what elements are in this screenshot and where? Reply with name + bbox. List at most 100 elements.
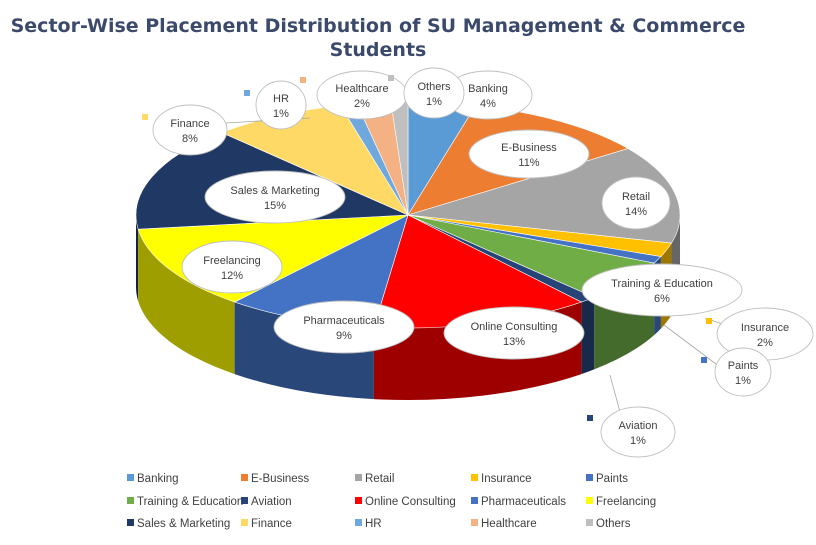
legend-label: Others bbox=[596, 518, 631, 530]
legend-swatch bbox=[586, 497, 593, 504]
data-label-bubble bbox=[152, 104, 228, 156]
data-label-bubble bbox=[468, 129, 590, 179]
legend-swatch bbox=[586, 519, 593, 526]
legend-swatch bbox=[127, 474, 134, 481]
data-label-value: 14% bbox=[625, 206, 647, 218]
legend-label: Pharmaceuticals bbox=[481, 496, 566, 508]
data-label-name: Insurance bbox=[741, 322, 789, 334]
data-label-training-education: Training & Education 6% bbox=[581, 263, 743, 317]
legend-item-pharmaceuticals: Pharmaceuticals bbox=[471, 496, 566, 508]
leader-line-aviation bbox=[609, 374, 621, 413]
legend-label: Retail bbox=[365, 473, 394, 485]
chart-title-line2: Students bbox=[330, 39, 427, 61]
legend-label: Paints bbox=[596, 473, 628, 485]
data-label-banking: Banking 4% bbox=[443, 70, 533, 120]
legend-swatch bbox=[241, 497, 248, 504]
chart-title-line1: Sector-Wise Placement Distribution of SU… bbox=[11, 15, 746, 37]
data-label-value: 1% bbox=[630, 435, 646, 447]
legend: Banking E-Business Retail Insurance PaintsTr… bbox=[127, 473, 656, 530]
data-label-name: HR bbox=[273, 93, 289, 105]
data-label-value: 4% bbox=[480, 98, 496, 110]
data-label-insurance: Insurance 2% bbox=[716, 307, 814, 361]
slice-side-freelancing bbox=[138, 229, 235, 375]
legend-item-healthcare: Healthcare bbox=[471, 518, 537, 530]
data-label-value: 13% bbox=[503, 336, 525, 348]
data-label-value: 9% bbox=[336, 330, 352, 342]
legend-item-insurance: Insurance bbox=[471, 473, 532, 485]
legend-swatch bbox=[586, 474, 593, 481]
data-label-bubble bbox=[600, 406, 676, 458]
legend-label: Online Consulting bbox=[365, 496, 456, 508]
legend-item-hr: HR bbox=[355, 518, 382, 530]
label-marker-finance bbox=[142, 114, 148, 120]
legend-label: Banking bbox=[137, 473, 179, 485]
label-marker-insurance bbox=[706, 318, 712, 324]
legend-item-finance: Finance bbox=[241, 518, 292, 530]
legend-item-aviation: Aviation bbox=[241, 496, 292, 508]
data-label-bubble bbox=[601, 176, 671, 230]
data-label-name: Aviation bbox=[619, 420, 658, 432]
data-labels: Banking 4% E-Business 11% Retail 14% Insurance… bbox=[142, 67, 814, 458]
data-label-name: Pharmaceuticals bbox=[303, 315, 385, 327]
legend-swatch bbox=[127, 519, 134, 526]
data-label-online-consulting: Online Consulting 13% bbox=[443, 306, 585, 360]
legend-item-e-business: E-Business bbox=[241, 473, 309, 485]
data-label-bubble bbox=[581, 263, 743, 317]
leader-line-paints bbox=[663, 324, 717, 365]
legend-swatch bbox=[355, 474, 362, 481]
legend-label: Finance bbox=[251, 518, 292, 530]
data-label-name: Finance bbox=[170, 118, 209, 130]
legend-item-freelancing: Freelancing bbox=[586, 496, 656, 508]
data-label-bubble bbox=[403, 67, 465, 119]
data-label-bubble bbox=[255, 80, 307, 130]
data-label-name: Paints bbox=[728, 360, 759, 372]
data-label-aviation: Aviation 1% bbox=[600, 406, 676, 458]
data-label-e-business: E-Business 11% bbox=[468, 129, 590, 179]
legend-item-retail: Retail bbox=[355, 473, 394, 485]
data-label-name: Healthcare bbox=[335, 83, 388, 95]
legend-swatch bbox=[241, 519, 248, 526]
data-label-name: E-Business bbox=[501, 142, 557, 154]
data-label-value: 6% bbox=[654, 293, 670, 305]
legend-label: Aviation bbox=[251, 496, 292, 508]
legend-swatch bbox=[471, 497, 478, 504]
data-label-value: 2% bbox=[757, 337, 773, 349]
slice-side-aviation bbox=[581, 297, 595, 375]
label-marker-aviation bbox=[587, 415, 593, 421]
data-label-name: Online Consulting bbox=[471, 321, 558, 333]
data-label-name: Training & Education bbox=[611, 278, 713, 290]
slice-side-sales-marketing bbox=[136, 215, 139, 302]
data-label-bubble bbox=[443, 306, 585, 360]
data-label-value: 1% bbox=[426, 96, 442, 108]
legend-item-banking: Banking bbox=[127, 473, 179, 485]
legend-swatch bbox=[127, 497, 134, 504]
legend-item-training-education: Training & Education bbox=[127, 496, 243, 508]
legend-label: Healthcare bbox=[481, 518, 537, 530]
data-label-value: 15% bbox=[264, 200, 286, 212]
legend-label: HR bbox=[365, 518, 382, 530]
legend-label: Insurance bbox=[481, 473, 532, 485]
data-label-name: Retail bbox=[622, 191, 650, 203]
data-label-pharmaceuticals: Pharmaceuticals 9% bbox=[273, 300, 415, 354]
legend-item-sales-marketing: Sales & Marketing bbox=[127, 518, 230, 530]
legend-item-paints: Paints bbox=[586, 473, 628, 485]
legend-item-online-consulting: Online Consulting bbox=[355, 496, 456, 508]
legend-label: Training & Education bbox=[137, 496, 243, 508]
label-marker-others bbox=[388, 75, 394, 81]
data-label-value: 12% bbox=[221, 270, 243, 282]
data-label-bubble bbox=[714, 347, 772, 397]
label-marker-hr bbox=[244, 90, 250, 96]
legend-swatch bbox=[355, 497, 362, 504]
data-label-value: 1% bbox=[273, 108, 289, 120]
label-marker-healthcare bbox=[300, 77, 306, 83]
data-label-value: 11% bbox=[518, 157, 539, 169]
data-label-name: Banking bbox=[468, 83, 508, 95]
data-label-bubble bbox=[204, 170, 346, 224]
legend-swatch bbox=[241, 474, 248, 481]
